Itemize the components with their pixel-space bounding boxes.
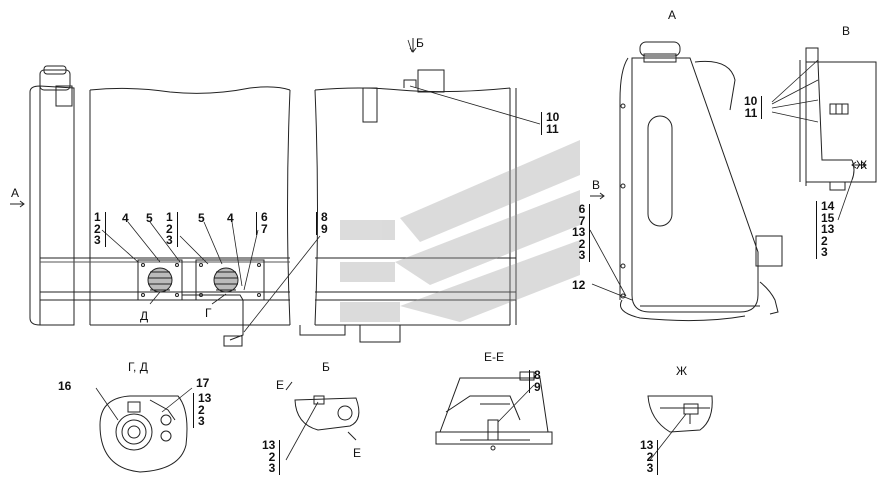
g-marker: Г bbox=[205, 306, 212, 320]
callout-5-left: 5 bbox=[146, 211, 153, 225]
tank-body-left bbox=[40, 86, 291, 326]
view-arrows bbox=[10, 38, 867, 208]
callout-17: 17 bbox=[196, 376, 210, 390]
view-v-arrow-label: В bbox=[592, 178, 601, 192]
zh-marker: Ж bbox=[856, 158, 868, 172]
leader-lines bbox=[95, 39, 853, 461]
view-a-arrow-label: А bbox=[11, 186, 20, 200]
detail-ee bbox=[435, 371, 553, 451]
section-b-title: Б bbox=[322, 360, 330, 374]
callout-12: 12 bbox=[572, 278, 586, 292]
view-b-arrow-label: Б bbox=[416, 36, 424, 50]
section-zh-title: Ж bbox=[676, 364, 688, 378]
view-v-side bbox=[799, 47, 877, 191]
watermark-logo bbox=[340, 140, 580, 322]
view-v-title: В bbox=[842, 24, 851, 38]
view-a-tank bbox=[619, 41, 783, 322]
callout-5-mid: 5 bbox=[198, 211, 205, 225]
heater-plate bbox=[137, 259, 265, 347]
detail-gd bbox=[99, 395, 188, 473]
tank-left-end bbox=[29, 65, 75, 326]
d-marker: Д bbox=[140, 309, 149, 323]
e-marker-top: Е bbox=[276, 378, 285, 392]
section-gd-title: Г, Д bbox=[128, 360, 148, 374]
detail-zh bbox=[647, 395, 713, 433]
callout-4-mid: 4 bbox=[227, 211, 234, 225]
callout-16: 16 bbox=[58, 379, 72, 393]
detail-b bbox=[285, 381, 360, 441]
section-ee-title: Е-Е bbox=[484, 350, 505, 364]
callout-4-left: 4 bbox=[122, 211, 129, 225]
view-a-title: А bbox=[668, 8, 677, 22]
tank-body-right bbox=[299, 69, 517, 343]
e-marker-bottom: Е bbox=[353, 446, 362, 460]
